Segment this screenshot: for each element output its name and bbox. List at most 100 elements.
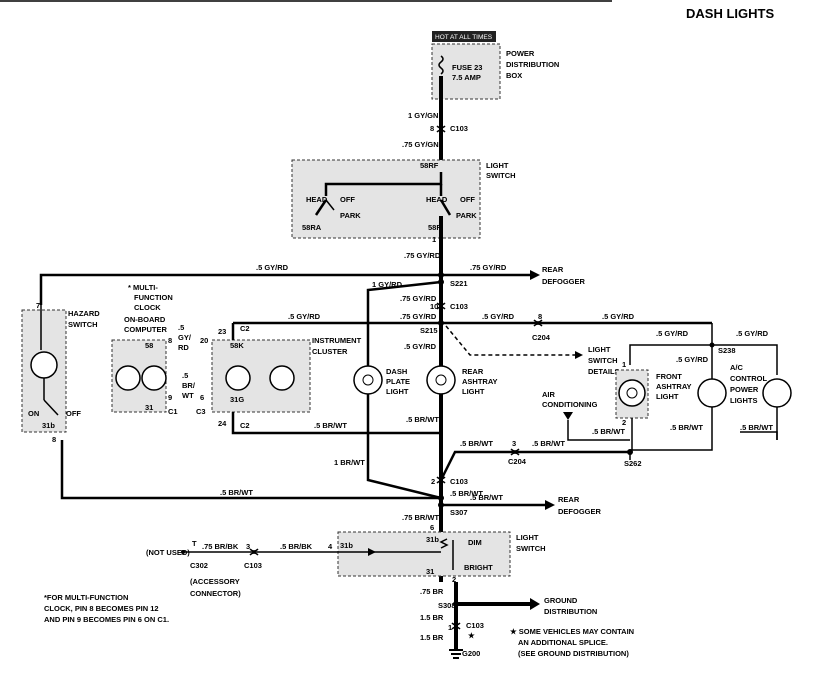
rear-ashtray-2: ASHTRAY xyxy=(462,377,498,386)
footnote-1: *FOR MULTI-FUNCTION xyxy=(44,593,128,602)
bottom-return-wire xyxy=(60,440,441,500)
ls-head1: HEAD xyxy=(306,195,328,204)
fuse-amp: 7.5 AMP xyxy=(452,73,481,82)
wire-75brbk: .75 BR/BK xyxy=(202,542,239,551)
c302-pin: T xyxy=(192,539,197,548)
ls-top-label-2: SWITCH xyxy=(486,171,516,180)
c103a-pin: 10 xyxy=(430,302,438,311)
rear-ashtray-3: LIGHT xyxy=(462,387,485,396)
dash-plate-3: LIGHT xyxy=(386,387,409,396)
wire-75br: .75 BR xyxy=(420,587,444,596)
wire-1gyrd: 1 GY/RD xyxy=(372,280,403,289)
top-bus-wire xyxy=(39,273,530,305)
ac-label-3: POWER xyxy=(730,385,759,394)
wire-5brwt-b: .5 BR/WT xyxy=(406,415,439,424)
accessory-2: CONNECTOR) xyxy=(190,589,241,598)
wire-75gyrd-right: .75 GY/RD xyxy=(470,263,507,272)
ls-details-1: LIGHT xyxy=(588,345,611,354)
rear-defogger-bot-1: REAR xyxy=(558,495,580,504)
wire-5gyrd-r2: .5 GY/RD xyxy=(602,312,635,321)
clock-label-1: * MULTI- xyxy=(128,283,158,292)
ls-bot-31b-top: 31b xyxy=(426,535,439,544)
splice-s238: S238 xyxy=(718,346,736,355)
wire-75gyrd-b: .75 GY/RD xyxy=(400,294,437,303)
hazard-off: OFF xyxy=(66,409,81,418)
page-title: DASH LIGHTS xyxy=(686,6,774,21)
ls-off1: OFF xyxy=(340,195,355,204)
wire-cluster-brwt: .5 BR/WT xyxy=(314,421,347,430)
c204a-pin: 8 xyxy=(538,312,542,321)
c2a-label: C2 xyxy=(240,324,250,333)
air-cond-arrow xyxy=(563,412,573,420)
rear-ashtray-lamp-icon xyxy=(426,365,456,395)
ls-bot-pin4: 4 xyxy=(328,542,333,551)
ac-label-2: CONTROL xyxy=(730,374,767,383)
dash-plate-feed xyxy=(366,280,442,380)
wire-clock-gy-2: GY/ xyxy=(178,333,192,342)
hazard-31b: 31b xyxy=(42,421,55,430)
ground-dist-1: GROUND xyxy=(544,596,578,605)
clock-label-3: CLOCK xyxy=(134,303,161,312)
cluster-pin24: 24 xyxy=(218,419,227,428)
footnote-3: AND PIN 9 BECOMES PIN 6 ON C1. xyxy=(44,615,169,624)
wire-clock-gy-3: RD xyxy=(178,343,189,352)
wire-clock-br-1: .5 xyxy=(182,371,188,380)
c103b-pin: 2 xyxy=(431,477,435,486)
arrow-rear-defogger-top xyxy=(530,270,540,280)
c103c-label: C103 xyxy=(244,561,262,570)
rheostat-icon xyxy=(390,538,449,553)
wire-5gyrd-fa2: .5 GY/RD xyxy=(676,355,709,364)
pdb-label-3: BOX xyxy=(506,71,522,80)
c103b-label: C103 xyxy=(450,477,468,486)
wire-5brbk: .5 BR/BK xyxy=(280,542,313,551)
clock-58: 58 xyxy=(145,341,153,350)
accessory-1: (ACCESSORY xyxy=(190,577,240,586)
cluster-pin23: 23 xyxy=(218,327,226,336)
ls-bot-31b: 31b xyxy=(340,541,353,550)
clock-pin8: 8 xyxy=(168,336,172,345)
s262-return xyxy=(439,450,630,481)
dash-plate-lamp-icon xyxy=(353,365,383,395)
ls-pin1: 1 xyxy=(432,235,436,244)
ac-lamp1-icon xyxy=(697,378,727,408)
fuse-icon xyxy=(438,55,444,75)
splice-s307: S307 xyxy=(450,508,468,517)
splice-note-2: AN ADDITIONAL SPLICE. xyxy=(518,638,608,647)
wire-5brwt-bot2: .5 BR/WT xyxy=(220,488,253,497)
front-ashtray-lamp-icon xyxy=(618,379,646,407)
fuse-label: FUSE 23 xyxy=(452,63,482,72)
hazard-pin7: 7 xyxy=(36,301,40,310)
c302-label: C302 xyxy=(190,561,208,570)
cluster-pin20: 20 xyxy=(200,336,208,345)
ls-top-bus xyxy=(324,172,443,196)
cluster-58k: 58K xyxy=(230,341,244,350)
ls-park2: PARK xyxy=(456,211,477,220)
rear-defogger-bot-2: DEFOGGER xyxy=(558,507,602,516)
clock-label-2: FUNCTION xyxy=(134,293,173,302)
splice-s262: S262 xyxy=(624,459,642,468)
ls-details-2: SWITCH xyxy=(588,356,618,365)
wire-clock-gy-1: .5 xyxy=(178,323,184,332)
ls-details-3: DETAILS xyxy=(588,367,620,376)
c1-label: C1 xyxy=(168,407,178,416)
ls-58rf: 58RF xyxy=(420,161,439,170)
pdb-label-2: DISTRIBUTION xyxy=(506,60,559,69)
ls-off2: OFF xyxy=(460,195,475,204)
ls-head2: HEAD xyxy=(426,195,448,204)
diode-icon xyxy=(368,548,376,556)
front-ashtray-1: FRONT xyxy=(656,372,682,381)
wire-75brwt: .75 BR/WT xyxy=(402,513,440,522)
ground-dist-2: DISTRIBUTION xyxy=(544,607,597,616)
front-ashtray-2: ASHTRAY xyxy=(656,382,692,391)
wire-5gyrd-ic: .5 GY/RD xyxy=(288,312,321,321)
dash-plate-1: DASH xyxy=(386,367,407,376)
splice-note-1: ★ SOME VEHICLES MAY CONTAIN xyxy=(510,627,634,636)
hazard-on: ON xyxy=(28,409,39,418)
ls-park1: PARK xyxy=(340,211,361,220)
ls-bot-pin6: 6 xyxy=(430,523,434,532)
dash-plate-2: PLATE xyxy=(386,377,410,386)
clock-lamp1-icon xyxy=(115,365,141,391)
front-ashtray-3: LIGHT xyxy=(656,392,679,401)
clock-31: 31 xyxy=(145,403,153,412)
